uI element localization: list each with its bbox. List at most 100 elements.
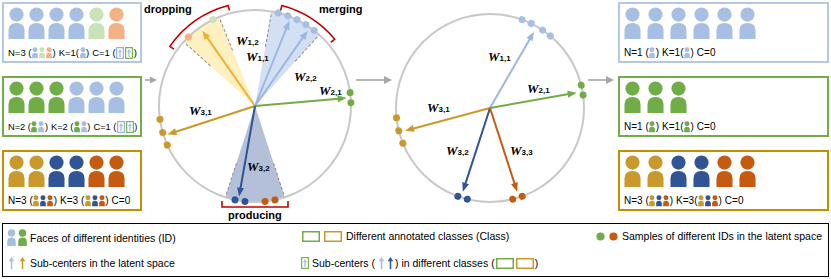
- class-box-icon: [496, 258, 514, 269]
- box-text: ): [670, 195, 673, 207]
- legend-text: ) in different classes (: [395, 256, 495, 270]
- person-icon: [48, 7, 65, 39]
- class-box: N=2 ()K=2 ()C=1 (): [2, 76, 142, 137]
- person-icon: [670, 81, 687, 113]
- person-icon: [28, 81, 45, 113]
- count-row: N=1 ()K=1()C=0: [624, 47, 715, 59]
- sample-dot-icon: [609, 232, 618, 241]
- person-icon: [698, 195, 704, 206]
- sample-dot-icon: [596, 232, 605, 241]
- box-text: ): [134, 121, 137, 133]
- person-icon: [99, 195, 105, 206]
- person-row: [8, 81, 125, 113]
- class-subcenter-icon: [126, 121, 134, 133]
- class-box: N=3 ()K=3()C=0: [618, 150, 829, 211]
- person-icon: [739, 155, 756, 187]
- person-icon: [38, 121, 44, 132]
- person-icon: [74, 121, 80, 132]
- legend-item: Different annotated classes (Class): [300, 229, 511, 243]
- subcenter-label: W1,1: [488, 50, 511, 65]
- subcenter-label: W3,1: [427, 101, 450, 116]
- person-icon: [18, 229, 27, 246]
- person-icon: [624, 7, 641, 39]
- class-box-icon: [516, 258, 534, 269]
- person-icon: [68, 81, 85, 113]
- person-icon: [48, 155, 65, 187]
- operation-label: producing: [228, 209, 282, 222]
- legend-item: Sub-centers in the latent space: [6, 256, 177, 270]
- class-subcenter-icon: [125, 47, 133, 59]
- person-icon: [33, 195, 39, 206]
- person-icon: [40, 195, 46, 206]
- box-text: ): [656, 47, 659, 59]
- box-text: N=3 (: [8, 195, 33, 207]
- person-icon: [7, 229, 16, 246]
- person-icon: [624, 155, 641, 187]
- person-icon: [88, 7, 105, 39]
- person-row: [8, 7, 125, 39]
- subcenter-arrow-icon: [19, 256, 26, 270]
- legend-text: Different annotated classes (Class): [346, 229, 509, 243]
- legend-text: Sub-centers (: [312, 256, 375, 270]
- person-icon: [108, 81, 125, 113]
- box-text: N=1 (: [624, 47, 649, 59]
- operation-label: dropping: [144, 3, 192, 16]
- box-text: C=0: [697, 121, 716, 133]
- person-icon: [46, 47, 52, 58]
- person-row: [624, 155, 756, 187]
- box-text: K=2 (: [51, 121, 73, 133]
- subcenter-label: W3,2: [446, 144, 469, 159]
- box-text: C=1 (: [93, 121, 116, 133]
- person-icon: [92, 195, 98, 206]
- person-icon: [88, 81, 105, 113]
- box-text: N=3 (: [624, 195, 649, 207]
- subcenter-label: W3,2: [247, 160, 270, 175]
- count-row: N=3 ()K=1()C=1 (): [8, 47, 137, 59]
- legend-item: Samples of different IDs in the latent s…: [594, 229, 824, 243]
- subcenter-arrow-icon: [378, 256, 385, 270]
- person-icon: [8, 81, 25, 113]
- count-row: N=3 ()K=3()C=0: [624, 195, 743, 207]
- legend-text: Samples of different IDs in the latent s…: [622, 229, 822, 243]
- person-icon: [670, 7, 687, 39]
- class-box: N=3 ()K=3 ()C=0: [2, 150, 142, 211]
- subcenter-label: W2,2: [294, 70, 317, 85]
- box-text: C=0: [725, 195, 744, 207]
- person-icon: [81, 121, 87, 132]
- legend-text: ): [535, 256, 539, 270]
- box-text: ): [690, 47, 693, 59]
- person-icon: [693, 7, 710, 39]
- box-text: K=1(: [662, 121, 683, 133]
- box-text: K=1(: [59, 47, 79, 59]
- class-box: N=1 ()K=1()C=0: [618, 76, 829, 137]
- subcenter-label: W3,1: [189, 104, 212, 119]
- box-text: ): [690, 121, 693, 133]
- person-icon: [649, 195, 655, 206]
- box-text: ): [105, 195, 108, 207]
- count-row: N=2 ()K=2 ()C=1 (): [8, 121, 137, 133]
- person-icon: [739, 7, 756, 39]
- person-icon: [28, 155, 45, 187]
- box-text: ): [718, 195, 721, 207]
- person-row: [624, 81, 687, 113]
- box-text: ): [656, 121, 659, 133]
- person-icon: [649, 47, 655, 58]
- person-icon: [670, 155, 687, 187]
- person-icon: [684, 47, 690, 58]
- legend-item: Sub-centers ( ) in different classes (): [300, 256, 538, 270]
- person-icon: [663, 195, 669, 206]
- operation-label: merging: [319, 3, 362, 16]
- box-text: K=3(: [676, 195, 697, 207]
- count-row: N=3 ()K=3 ()C=0: [8, 195, 130, 207]
- person-icon: [684, 121, 690, 132]
- box-text: ): [45, 121, 48, 133]
- person-icon: [32, 47, 38, 58]
- class-subcenter-icon: [301, 257, 309, 269]
- box-text: ): [134, 47, 137, 59]
- box-text: C=0: [697, 47, 716, 59]
- class-box: N=3 ()K=1()C=1 (): [2, 2, 142, 63]
- person-row: [624, 7, 756, 39]
- person-icon: [705, 195, 711, 206]
- box-text: ): [54, 195, 57, 207]
